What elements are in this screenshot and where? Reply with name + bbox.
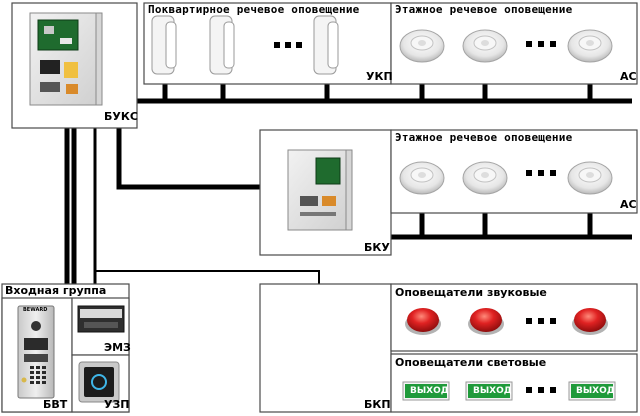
label-uzp: УЗП [104,398,130,411]
ceiling-speaker-icon [462,29,508,63]
ellipsis-apartment [274,42,302,48]
label-as-top: АС [620,70,637,83]
label-emz: ЭМЗ [104,341,131,354]
call-panel-brand-text: BEWARD [23,307,48,313]
red-siren-icon [405,308,441,335]
exit-sign-text: ВЫХОД [410,386,449,396]
ellipsis-floor-mid [526,170,556,176]
exit-button-device [78,361,120,403]
red-siren-icon [468,308,504,335]
label-apartment-title: Поквартирное речевое оповещение [148,3,360,16]
handset-group [151,15,339,75]
ceiling-speaker-icon [567,29,613,63]
ceiling-speaker-icon [567,161,613,195]
label-sound-title: Оповещатели звуковые [395,286,547,299]
sirens [405,308,608,335]
wire-buks-to-bku [116,128,261,190]
label-as-mid: АС [620,198,637,211]
exit-sign-icon [568,381,616,401]
intercom-handset-icon [313,15,339,75]
label-buks: БУКС [104,110,138,123]
electromagnetic-lock-device [77,305,125,333]
label-bkp: БКП [364,398,391,411]
wiring [64,98,632,300]
ellipsis-floor-top [526,41,556,47]
ceiling-speaker-icon [462,161,508,195]
label-floor-title-mid: Этажное речевое оповещение [395,131,573,144]
exit-sign-icon [465,381,513,401]
intercom-handset-icon [209,15,235,75]
intercom-handset-icon [151,15,177,75]
label-bku: БКУ [364,241,390,254]
exit-signs [402,381,616,401]
speakers-top [399,29,613,63]
exit-sign-icon [402,381,450,401]
ellipsis-sound [526,318,556,324]
label-floor-title-top: Этажное речевое оповещение [395,3,573,16]
exit-sign-text: ВЫХОД [473,386,512,396]
label-light-title: Оповещатели световые [395,356,547,369]
label-bvt: БВТ [43,398,68,411]
ellipsis-light [526,387,556,393]
label-ukp: УКП [366,70,393,83]
bku-cabinet [287,149,353,231]
ceiling-speaker-icon [399,161,445,195]
ceiling-speaker-icon [399,29,445,63]
speakers-mid [399,161,613,195]
box-apartment [143,2,392,85]
red-siren-icon [572,308,608,335]
box-bkp [259,283,392,413]
call-panel-device [17,305,55,399]
buks-cabinet [29,12,103,106]
label-entry-title: Входная группа [5,284,107,297]
ellipsis-marks [274,41,556,393]
exit-sign-text: ВЫХОД [576,386,615,396]
